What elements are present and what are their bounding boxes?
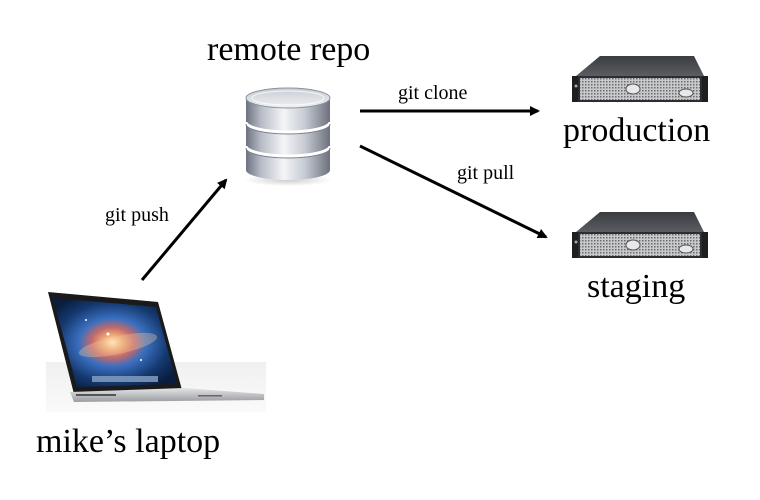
remote-repo-label: remote repo — [207, 31, 371, 68]
edge-label-git-pull: git pull — [457, 162, 515, 184]
staging-label: staging — [587, 268, 686, 305]
production-server-icon — [570, 54, 710, 111]
edge-label-git-clone: git clone — [398, 82, 468, 104]
edge-label-git-push: git push — [105, 204, 169, 226]
arrow-git-pull — [359, 144, 548, 239]
production-label: production — [563, 112, 711, 149]
arrow-git-push — [140, 178, 228, 281]
laptop-icon — [46, 290, 266, 417]
database-icon — [242, 84, 334, 191]
laptop-label: mike’s laptop — [36, 423, 221, 460]
staging-server-icon — [570, 210, 710, 267]
